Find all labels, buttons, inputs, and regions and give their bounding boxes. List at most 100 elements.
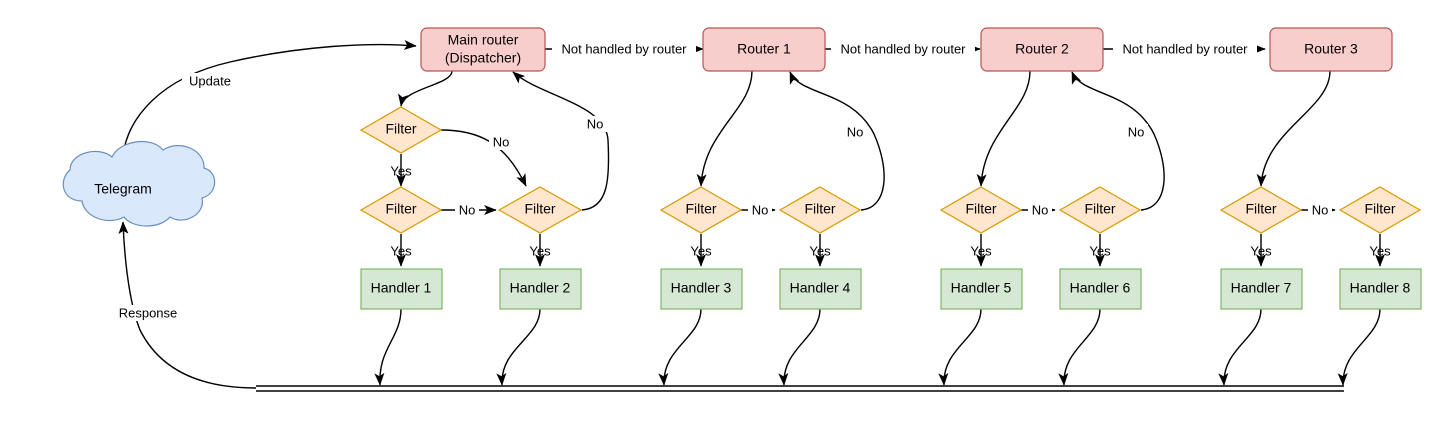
node-main-router[interactable]: Main router (Dispatcher) — [420, 27, 546, 72]
node-filter-a3[interactable]: Filter — [497, 186, 583, 234]
router-2-box — [980, 27, 1104, 72]
node-telegram[interactable]: Telegram — [62, 140, 216, 227]
edge-label-not-handled-3: Not handled by router — [1113, 41, 1257, 57]
edge-router2-to-filter-c1 — [976, 70, 1031, 187]
filter-b2-label: Filter — [804, 201, 835, 217]
filter-d2-label: Filter — [1364, 201, 1395, 217]
not-handled-2-label: Not handled by router — [840, 41, 966, 56]
update-label: Update — [189, 73, 231, 88]
edge-handler-6-to-bus — [1058, 308, 1101, 386]
node-filter-b2[interactable]: Filter — [778, 186, 862, 234]
handler-7-box — [1220, 268, 1303, 310]
node-handler-3[interactable]: Handler 3 — [660, 268, 743, 310]
node-filter-d1[interactable]: Filter — [1219, 186, 1303, 234]
yes-b1-label: Yes — [690, 243, 712, 258]
node-filter-d2[interactable]: Filter — [1338, 186, 1422, 234]
edge-handler-3-to-bus — [658, 308, 702, 386]
node-handler-8[interactable]: Handler 8 — [1339, 268, 1422, 310]
edge-filter-b2-no-back-to-router1 — [789, 71, 885, 211]
no-a-back-label: No — [587, 116, 604, 131]
handler-5-box — [940, 268, 1023, 310]
filter-b1-diamond — [659, 186, 743, 234]
telegram-label: Telegram — [94, 181, 152, 197]
filter-a1-label: Filter — [385, 121, 416, 137]
handler-6-label: Handler 6 — [1070, 280, 1131, 296]
no-a-top-label: No — [493, 134, 510, 149]
edge-router1-to-filter-b1 — [696, 70, 753, 187]
node-filter-b1[interactable]: Filter — [659, 186, 743, 234]
router-3-box — [1269, 27, 1393, 72]
not-handled-3-label: Not handled by router — [1122, 41, 1248, 56]
no-b-mid-label: No — [752, 202, 769, 217]
edge-label-no-a-back: No — [583, 116, 607, 132]
edge-label-response: Response — [109, 305, 187, 321]
yes-d1-label: Yes — [1250, 243, 1272, 258]
filter-c2-diamond — [1058, 186, 1142, 234]
edge-label-update: Update — [182, 73, 238, 89]
edge-response — [118, 221, 257, 389]
node-handler-6[interactable]: Handler 6 — [1059, 268, 1142, 310]
main-router-box — [420, 27, 546, 72]
handler-5-label: Handler 5 — [951, 280, 1012, 296]
node-filter-c1[interactable]: Filter — [939, 186, 1023, 234]
node-handler-4[interactable]: Handler 4 — [779, 268, 862, 310]
no-c-mid-label: No — [1032, 202, 1049, 217]
handler-1-label: Handler 1 — [371, 280, 432, 296]
handler-3-label: Handler 3 — [671, 280, 732, 296]
not-handled-1-label: Not handled by router — [561, 41, 687, 56]
yes-a3-label: Yes — [529, 243, 551, 258]
edge-label-not-handled-2: Not handled by router — [831, 41, 975, 57]
router-3-label: Router 3 — [1304, 41, 1358, 57]
node-filter-a2[interactable]: Filter — [359, 186, 443, 234]
edge-handler-8-to-bus — [1337, 308, 1381, 386]
node-router-3[interactable]: Router 3 — [1269, 27, 1393, 72]
edge-label-no-b-back: No — [843, 124, 867, 140]
handler-4-label: Handler 4 — [790, 280, 851, 296]
filter-c2-label: Filter — [1084, 201, 1115, 217]
handler-3-box — [660, 268, 743, 310]
router-2-label: Router 2 — [1015, 41, 1069, 57]
yes-c1-label: Yes — [970, 243, 992, 258]
main-router-label-line2: (Dispatcher) — [445, 50, 521, 66]
yes-d2-label: Yes — [1369, 243, 1391, 258]
edge-mainrouter-to-filter-a1 — [398, 70, 453, 107]
handler-8-label: Handler 8 — [1350, 280, 1411, 296]
edge-handler-7-to-bus — [1218, 308, 1262, 386]
node-handler-7[interactable]: Handler 7 — [1220, 268, 1303, 310]
no-a-mid-label: No — [459, 202, 476, 217]
edge-label-no-d-mid: No — [1308, 202, 1332, 218]
node-handler-2[interactable]: Handler 2 — [499, 268, 582, 310]
filter-b2-diamond — [778, 186, 862, 234]
filter-d2-diamond — [1338, 186, 1422, 234]
edge-filter-a1-no-to-filter-a2 — [440, 129, 527, 187]
edge-handler-2-to-bus — [496, 308, 541, 386]
edge-filter-c2-no-back-to-router2 — [1071, 71, 1165, 211]
cloud-icon — [62, 140, 216, 227]
filter-b1-label: Filter — [685, 201, 716, 217]
node-filter-c2[interactable]: Filter — [1058, 186, 1142, 234]
filter-a3-diamond — [497, 186, 583, 234]
no-d-mid-label: No — [1312, 202, 1329, 217]
no-b-back-label: No — [847, 124, 864, 139]
handler-8-box — [1339, 268, 1422, 310]
edge-label-no-b-mid: No — [748, 202, 772, 218]
yes-a2-label: Yes — [390, 243, 412, 258]
main-router-label-line1: Main router — [448, 32, 519, 48]
yes-c2-label: Yes — [1089, 243, 1111, 258]
edge-label-not-handled-1: Not handled by router — [552, 41, 696, 57]
no-c-back-label: No — [1128, 124, 1145, 139]
edge-router3-to-filter-d1 — [1256, 70, 1331, 187]
response-label: Response — [119, 305, 178, 320]
filter-a2-label: Filter — [385, 201, 416, 217]
node-handler-5[interactable]: Handler 5 — [940, 268, 1023, 310]
node-handler-1[interactable]: Handler 1 — [360, 268, 443, 310]
router-1-label: Router 1 — [737, 41, 791, 57]
node-router-2[interactable]: Router 2 — [980, 27, 1104, 72]
node-filter-a1[interactable]: Filter — [359, 106, 443, 154]
router-1-box — [702, 27, 826, 72]
edge-update — [122, 39, 417, 156]
handler-2-label: Handler 2 — [510, 280, 571, 296]
filter-d1-label: Filter — [1245, 201, 1276, 217]
node-router-1[interactable]: Router 1 — [702, 27, 826, 72]
